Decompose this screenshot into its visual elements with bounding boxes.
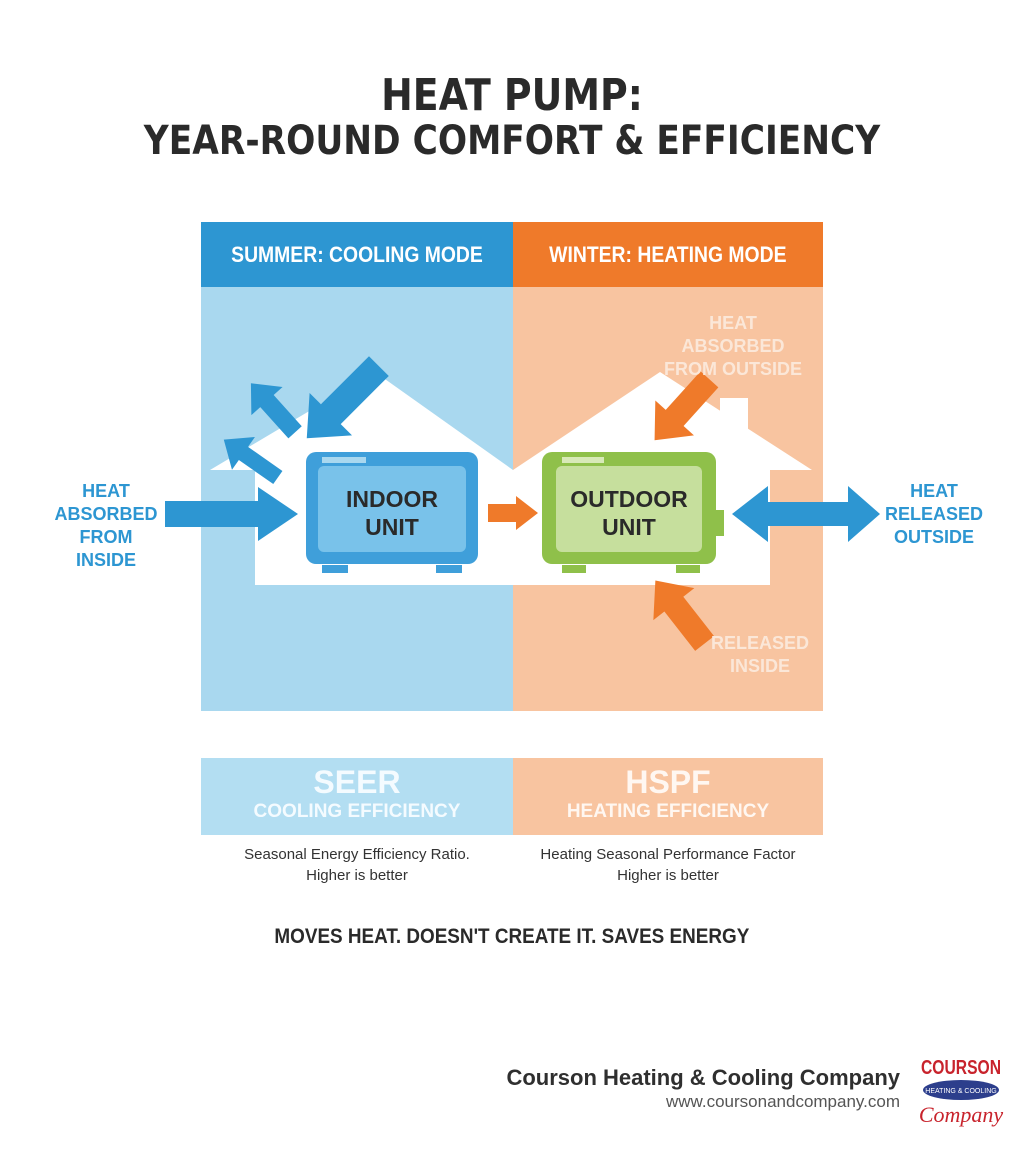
tagline-text: MOVES HEAT. DOESN'T CREATE IT. SAVES ENE…: [274, 925, 750, 948]
hspf-description-line-2: Higher is better: [617, 867, 719, 884]
hspf-box: HSPF HEATING EFFICIENCY: [513, 758, 823, 835]
indoor-unit-label: INDOOR UNIT: [306, 485, 478, 541]
heat-released-outside-line-2: RELEASED: [884, 504, 983, 524]
heat-absorbed-inside-label: HEAT ABSORBED FROM INSIDE: [50, 480, 162, 572]
logo-company-text: Company: [919, 1102, 1004, 1127]
seer-abbr: SEER: [313, 764, 401, 800]
summer-mode-label: SUMMER: COOLING MODE: [231, 241, 483, 267]
arrow-indoor-to-outdoor-icon: [488, 496, 538, 530]
arrow-up-left-1-icon: [250, 383, 302, 439]
summer-mode-header: SUMMER: COOLING MODE: [201, 222, 513, 287]
released-inside-line-2: INSIDE: [729, 656, 790, 676]
indoor-unit-icon: [306, 452, 478, 573]
company-website[interactable]: www.coursonandcompany.com: [665, 1092, 900, 1111]
seer-description-line-1: Seasonal Energy Efficiency Ratio.: [244, 846, 470, 863]
heat-absorbed-inside-line-1: HEAT: [82, 481, 130, 501]
title-line-1: HEAT PUMP:: [381, 70, 643, 121]
logo-courson-text: COURSON: [921, 1057, 1001, 1079]
company-name: Courson Heating & Cooling Company: [506, 1065, 900, 1090]
outdoor-unit-icon: [542, 452, 724, 573]
released-inside-line-1: RELEASED: [710, 633, 809, 653]
hspf-name: HEATING EFFICIENCY: [566, 801, 770, 822]
chimney-icon: [720, 398, 748, 438]
arrow-released-outside-icon: [732, 486, 880, 542]
hspf-description: Heating Seasonal Performance Factor High…: [513, 844, 823, 886]
heat-released-outside-line-1: HEAT: [910, 481, 958, 501]
arrow-released-inside-icon: [653, 580, 715, 651]
seer-box: SEER COOLING EFFICIENCY: [201, 758, 513, 835]
heat-absorbed-inside-line-3: FROM INSIDE: [75, 527, 136, 570]
seer-description: Seasonal Energy Efficiency Ratio. Higher…: [201, 844, 513, 886]
arrow-down-to-indoor-icon: [306, 356, 389, 439]
released-inside-label: RELEASED INSIDE: [708, 632, 812, 678]
title-line-2: YEAR-ROUND COMFORT & EFFICIENCY: [143, 118, 881, 164]
winter-mode-header: WINTER: HEATING MODE: [513, 222, 823, 287]
winter-mode-label: WINTER: HEATING MODE: [549, 241, 787, 267]
arrow-up-left-2-icon: [223, 437, 283, 485]
tagline: MOVES HEAT. DOESN'T CREATE IT. SAVES ENE…: [0, 925, 1024, 949]
heat-absorbed-outside-line-2: ABSORBED: [681, 336, 785, 356]
outdoor-unit-label-line-2: UNIT: [602, 514, 656, 540]
logo-tagline-text: HEATING & COOLING: [925, 1088, 996, 1095]
hspf-description-line-1: Heating Seasonal Performance Factor: [540, 846, 796, 863]
seer-name: COOLING EFFICIENCY: [253, 801, 461, 822]
heat-absorbed-inside-line-2: ABSORBED: [54, 504, 158, 524]
heat-absorbed-outside-line-1: HEAT: [709, 313, 757, 333]
heat-released-outside-line-3: OUTSIDE: [893, 527, 974, 547]
heat-absorbed-outside-line-3: FROM OUTSIDE: [664, 359, 802, 379]
indoor-unit-label-line-1: INDOOR: [346, 486, 438, 512]
arrow-heat-from-outside-icon: [654, 371, 719, 441]
arrow-into-indoor-icon: [165, 487, 298, 541]
hspf-abbr: HSPF: [625, 764, 711, 800]
outdoor-unit-label-line-1: OUTDOOR: [570, 486, 688, 512]
outdoor-unit-label: OUTDOOR UNIT: [542, 485, 716, 541]
seer-description-line-2: Higher is better: [306, 867, 408, 884]
heat-released-outside-label: HEAT RELEASED OUTSIDE: [884, 480, 984, 549]
heat-absorbed-outside-label: HEAT ABSORBED FROM OUTSIDE: [660, 312, 806, 381]
company-logo-icon: COURSON HEATING & COOLING Company: [919, 1057, 1004, 1127]
indoor-unit-label-line-2: UNIT: [365, 514, 419, 540]
